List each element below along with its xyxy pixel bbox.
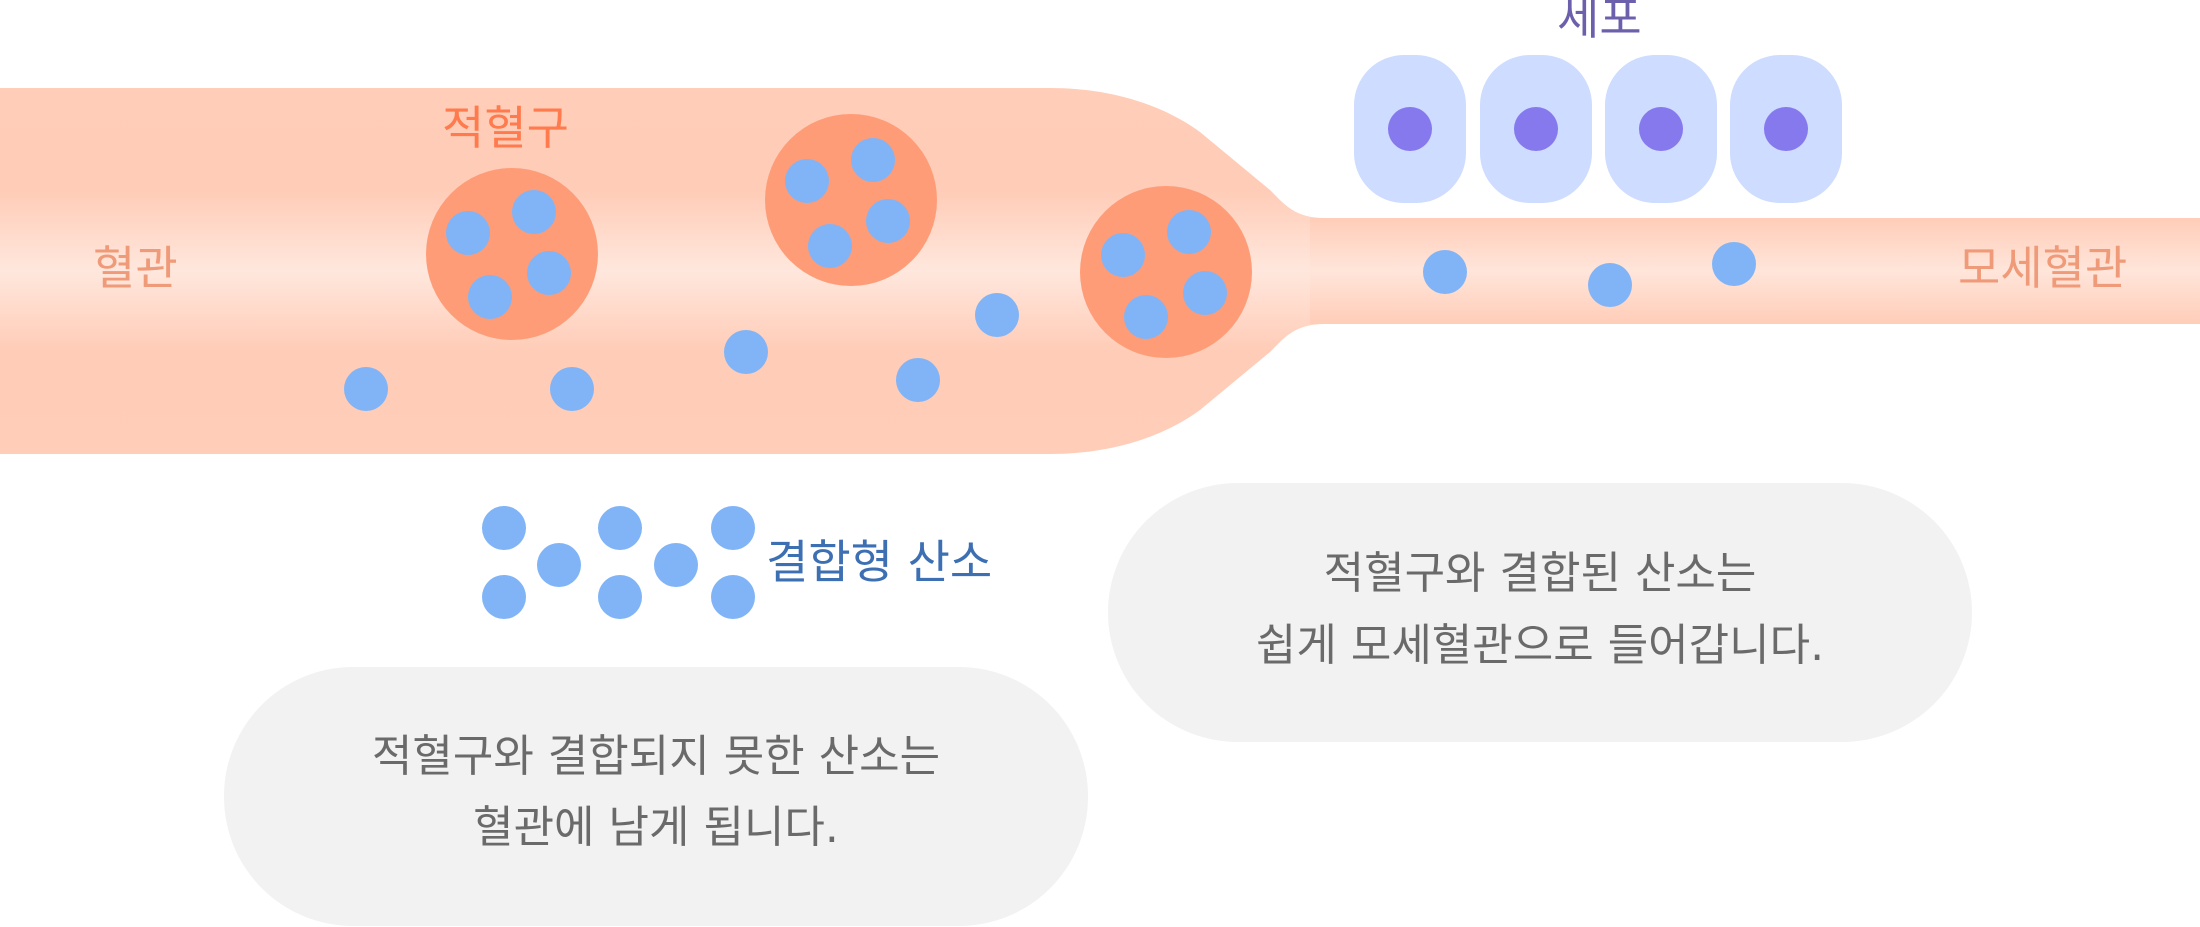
- legend-oxygen-dot: [711, 506, 755, 550]
- rbc-label: 적혈구: [442, 101, 569, 155]
- legend-oxygen-dot: [598, 506, 642, 550]
- free-oxygen-dot: [550, 367, 594, 411]
- legend-oxygen-dot: [537, 543, 581, 587]
- legend-oxygen-dot: [711, 575, 755, 619]
- cell-nucleus: [1388, 107, 1432, 151]
- red-blood-cell: [426, 168, 598, 340]
- bound-oxygen-dot: [1124, 295, 1168, 339]
- bound-oxygen-dot: [808, 224, 852, 268]
- cells-label: 세포: [1557, 0, 1642, 45]
- bound-oxygen-dot: [866, 199, 910, 243]
- bound-oxygen-dot: [1167, 210, 1211, 254]
- free-oxygen-dot: [896, 358, 940, 402]
- legend-oxygen-dot: [654, 543, 698, 587]
- oxygen-legend: 결합형 산소: [482, 506, 992, 619]
- unbound-note-line2: 혈관에 남게 됩니다.: [473, 802, 839, 853]
- red-blood-cell: [1080, 186, 1252, 358]
- unbound-note-line1: 적혈구와 결합되지 못한 산소는: [372, 731, 940, 782]
- capillary-label: 모세혈관: [1958, 241, 2127, 295]
- bound-oxygen-dot: [527, 251, 571, 295]
- bound-note-line2: 쉽게 모세혈관으로 들어갑니다.: [1256, 620, 1824, 671]
- legend-oxygen-dot: [482, 506, 526, 550]
- legend-oxygen-dot: [482, 575, 526, 619]
- bound-oxygen-dot: [785, 159, 829, 203]
- bound-oxygen-dot: [468, 275, 512, 319]
- free-oxygen-group: [344, 293, 1019, 411]
- capillary-oxygen-dot: [1588, 263, 1632, 307]
- capillary-oxygen-dot: [1423, 250, 1467, 294]
- free-oxygen-dot: [344, 367, 388, 411]
- bound-note-line1: 적혈구와 결합된 산소는: [1324, 548, 1757, 599]
- bound-oxygen-dot: [512, 190, 556, 234]
- cell-nucleus: [1514, 107, 1558, 151]
- capillary-oxygen-group: [1423, 242, 1756, 307]
- bound-oxygen-dot: [1101, 233, 1145, 277]
- bound-oxygen-dot: [851, 138, 895, 182]
- vessel-label: 혈관: [93, 241, 178, 295]
- bound-oxygen-label: 결합형 산소: [766, 535, 992, 589]
- capillary-oxygen-dot: [1712, 242, 1756, 286]
- legend-oxygen-dot: [598, 575, 642, 619]
- unbound-note-bubble: 적혈구와 결합되지 못한 산소는 혈관에 남게 됩니다.: [224, 667, 1088, 926]
- free-oxygen-dot: [724, 330, 768, 374]
- bound-oxygen-dot: [1183, 271, 1227, 315]
- red-blood-cell: [765, 114, 937, 286]
- cell-group: [1354, 55, 1842, 203]
- cell-nucleus: [1639, 107, 1683, 151]
- cell-nucleus: [1764, 107, 1808, 151]
- bound-note-bubble: 적혈구와 결합된 산소는 쉽게 모세혈관으로 들어갑니다.: [1108, 483, 1972, 742]
- bound-oxygen-dot: [446, 211, 490, 255]
- free-oxygen-dot: [975, 293, 1019, 337]
